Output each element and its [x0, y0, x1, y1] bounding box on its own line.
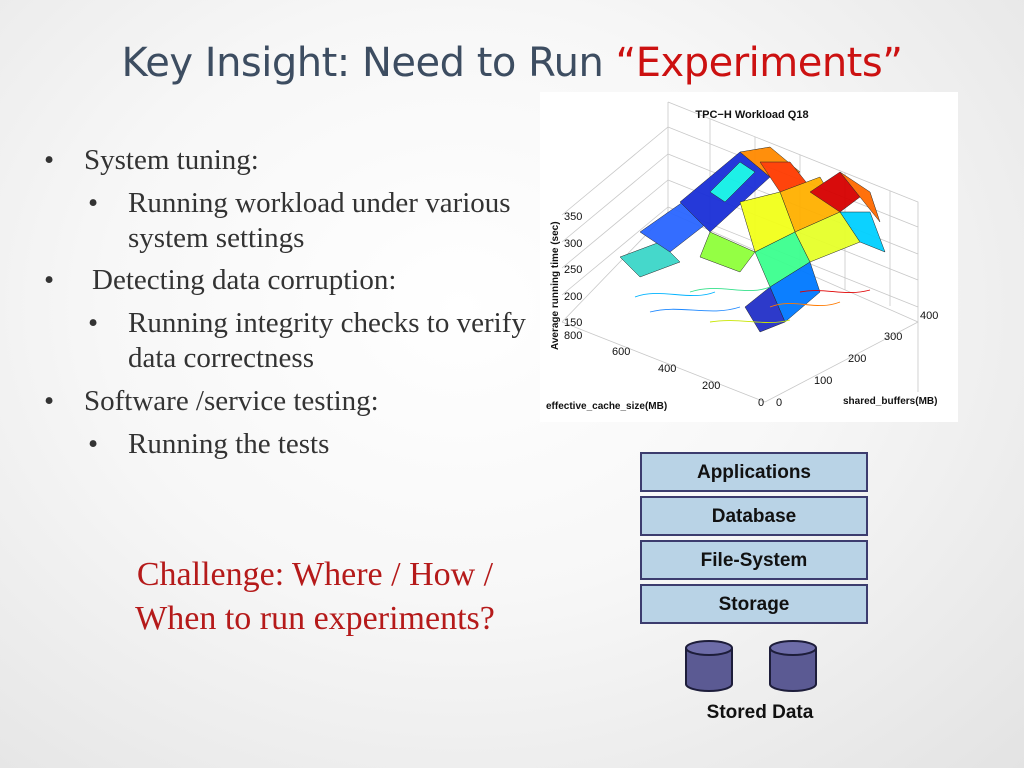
- bullet-text: Detecting data corruption:: [92, 264, 397, 297]
- z-tick: 350: [564, 211, 582, 223]
- bullet-dot: •: [88, 307, 99, 340]
- challenge-line-2: When to run experiments?: [135, 600, 495, 638]
- x-tick: 400: [658, 363, 676, 375]
- x-tick: 200: [702, 380, 720, 392]
- layer-applications: Applications: [640, 452, 868, 492]
- surface-mesh: [619, 146, 886, 333]
- bullet-dot: •: [88, 427, 99, 460]
- x-tick: 600: [612, 346, 630, 358]
- bullet-list: • System tuning: • Running workload under …: [44, 135, 544, 461]
- x-tick: 800: [564, 330, 582, 342]
- layer-database: Database: [640, 496, 868, 536]
- x-axis-ticks: 800 600 400 200 0: [564, 330, 764, 409]
- sub-bullet-text: Running integrity checks to verify data …: [128, 307, 526, 374]
- database-cylinder-icon: [769, 640, 817, 692]
- bullet-dot: •: [44, 264, 55, 297]
- bullet-dot: •: [44, 144, 55, 176]
- challenge-line-1: Challenge: Where / How /: [136, 556, 494, 593]
- sub-bullet-running-tests: • Running the tests: [44, 427, 544, 462]
- bullet-text: Software /service testing:: [84, 384, 379, 417]
- z-axis-label: Average running time (sec): [550, 221, 561, 350]
- x-axis-label: effective_cache_size(MB): [546, 401, 667, 412]
- sub-bullet-text: Running the tests: [128, 427, 330, 460]
- surface-plot-figure: TPC−H Workload Q18 Average running time …: [540, 92, 958, 422]
- sub-bullet-running-workload: • Running workload under various system s…: [44, 186, 544, 256]
- y-tick: 100: [814, 375, 832, 387]
- bullet-software-testing: • Software /service testing:: [44, 384, 544, 419]
- title-prefix: Key Insight: Need to Run: [121, 40, 616, 86]
- stored-data-label: Stored Data: [706, 702, 814, 723]
- plot-title: TPC−H Workload Q18: [695, 109, 808, 121]
- surface-plot: TPC−H Workload Q18 Average running time …: [546, 101, 938, 412]
- y-tick: 0: [776, 397, 782, 409]
- y-tick: 400: [920, 310, 938, 322]
- title-highlight: “Experiments”: [615, 40, 903, 86]
- z-tick: 150: [564, 317, 582, 329]
- y-axis-ticks: 0 100 200 300 400: [776, 310, 938, 409]
- layer-file-system: File-System: [640, 540, 868, 580]
- x-tick: 0: [758, 397, 764, 409]
- layer-storage: Storage: [640, 584, 868, 624]
- bullet-text: System tuning:: [84, 144, 259, 176]
- system-layer-stack: Applications Database File-System Storag…: [640, 452, 870, 628]
- contour-lines: [634, 286, 871, 324]
- bullet-system-tuning: • System tuning:: [44, 143, 544, 178]
- sub-bullet-text: Running workload under various system se…: [128, 186, 511, 254]
- z-tick: 200: [564, 291, 582, 303]
- sub-bullet-integrity-checks: • Running integrity checks to verify data…: [44, 306, 544, 376]
- y-axis-label: shared_buffers(MB): [843, 396, 937, 407]
- y-tick: 300: [884, 331, 902, 343]
- bullet-detecting-corruption: • Detecting data corruption:: [44, 263, 544, 298]
- database-cylinder-icon: [685, 640, 733, 692]
- z-tick: 250: [564, 264, 582, 276]
- bullet-dot: •: [44, 384, 55, 417]
- slide-title: Key Insight: Need to Run “Experiments”: [0, 40, 1024, 86]
- y-tick: 200: [848, 353, 866, 365]
- challenge-text: Challenge: Where / How / When to run exp…: [70, 553, 560, 641]
- z-tick: 300: [564, 238, 582, 250]
- bullet-dot: •: [88, 186, 99, 219]
- z-axis-ticks: 350 300 250 200 150: [564, 211, 582, 329]
